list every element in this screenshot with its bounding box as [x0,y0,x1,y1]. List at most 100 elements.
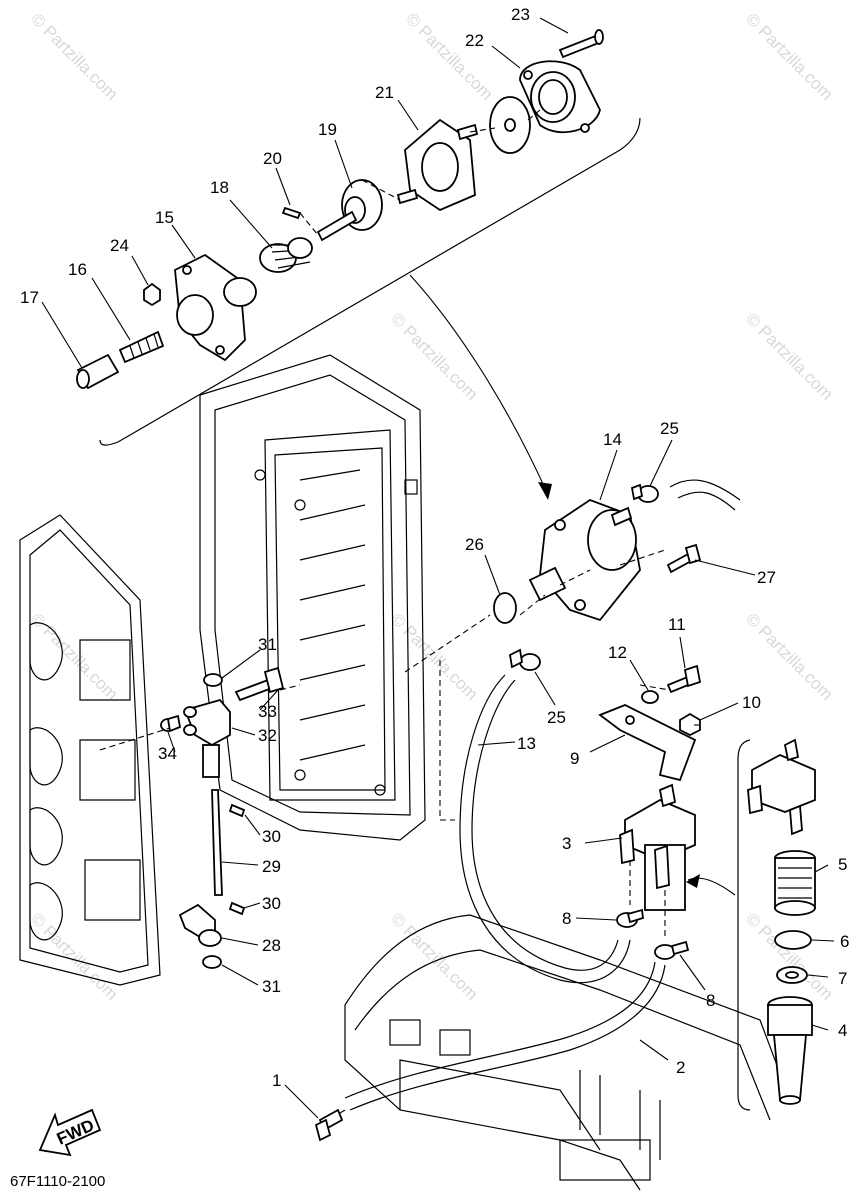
part-29-pipe [211,789,223,896]
part-15-housing [174,253,257,362]
callout-22: 22 [465,31,484,50]
part-32-union [183,698,231,778]
part-3-fuel-filter [619,783,696,911]
callout-26: 26 [465,535,484,554]
diagram-code: 67F1110-2100 [10,1173,105,1190]
part-1-bolt [314,1108,344,1142]
arrow-head [538,482,552,500]
part-11-bolt [666,664,702,694]
callout-18: 18 [210,178,229,197]
callout-9: 9 [570,749,579,768]
watermark: © Partzilla.com [742,909,836,1003]
assembly-line [619,549,666,566]
callout-3: 3 [562,834,571,853]
callout-31b: 31 [262,977,281,996]
callout-5: 5 [838,855,847,874]
part-7-float [776,966,808,984]
callout-29: 29 [262,857,281,876]
part-20-pin [281,206,302,220]
part-18-spring [259,237,313,273]
callout-17: 17 [20,288,39,307]
callout-30b: 30 [262,894,281,913]
part-diaphragm [489,96,531,154]
assembly-line [629,860,666,940]
part-31-washer-upper [203,673,223,687]
callout-2: 2 [676,1058,685,1077]
callout-15: 15 [155,208,174,227]
part-12-washer [641,690,659,704]
part-30-pin-lower [228,901,246,916]
assembly-line [404,614,491,673]
callout-1: 1 [272,1071,281,1090]
filter-detail-bracket [737,739,751,1111]
callout-25b: 25 [547,708,566,727]
part-27-bolt [666,543,702,574]
part-13-hose-inner [471,679,619,971]
assembly-line [279,684,301,691]
part-19-plunger-diaphragm [316,179,383,242]
part-2-hose [349,964,666,1111]
intake-manifold [19,514,161,986]
watermark: © Partzilla.com [402,9,496,103]
watermark: © Partzilla.com [742,609,836,703]
callout-25a: 25 [660,419,679,438]
assembly-line [299,109,541,236]
part-21-pump-body [396,118,479,212]
callout-7: 7 [838,969,847,988]
part-34-plug [160,714,182,733]
watermark: © Partzilla.com [27,9,121,103]
assembly-line [639,684,671,691]
callout-10: 10 [742,693,761,712]
arrow-head [686,874,700,888]
part-23-screw [558,29,604,59]
watermark: © Partzilla.com [27,909,121,1003]
hose-upper [669,479,741,511]
callout-8a: 8 [562,909,571,928]
part-28-clamp [178,903,222,947]
callout-32: 32 [258,726,277,745]
callout-13: 13 [517,734,536,753]
part-17-cap [76,353,120,390]
callout-34: 34 [158,744,177,763]
callout-28: 28 [262,936,281,955]
callout-23: 23 [511,5,530,24]
watermark: © Partzilla.com [742,9,836,103]
filter-head-detail [747,738,816,836]
watermark: © Partzilla.com [742,309,836,403]
part-24-nut [143,282,161,307]
detail-arrow [409,274,549,496]
part-8-clip-a [616,908,644,928]
cylinder-head [199,354,426,841]
watermark: © Partzilla.com [387,609,481,703]
callout-6: 6 [840,932,849,951]
callout-24: 24 [110,236,129,255]
part-5-element [774,850,816,916]
filter-detail-arrow [687,877,736,896]
part-6-o-ring [774,930,812,950]
callout-30a: 30 [262,827,281,846]
callout-11: 11 [668,615,686,634]
callout-20: 20 [263,149,282,168]
callout-14: 14 [603,430,622,449]
callout-33: 33 [258,702,277,721]
part-16-spring [118,330,165,364]
assembly-line [439,660,455,821]
part-4-cup [767,996,813,1105]
fwd-arrow: FWD [38,1108,102,1157]
part-33-bolt [234,666,285,702]
callout-27: 27 [757,568,776,587]
part-14-fuel-pump [528,498,641,622]
part-22-cover [519,60,601,134]
assembly-line [99,727,171,751]
callout-12: 12 [608,643,627,662]
part-26-o-ring [493,592,517,624]
part-8-clip-b [654,940,690,960]
assembly-line [339,1109,346,1114]
callout-31a: 31 [258,635,277,654]
part-10-nut [679,712,701,737]
part-2-hose-inner [344,961,656,1099]
detail-bracket [99,117,641,446]
callouts: 23 22 21 19 20 18 15 24 16 17 14 25 26 2… [20,5,849,1090]
assembly-line [519,569,591,616]
